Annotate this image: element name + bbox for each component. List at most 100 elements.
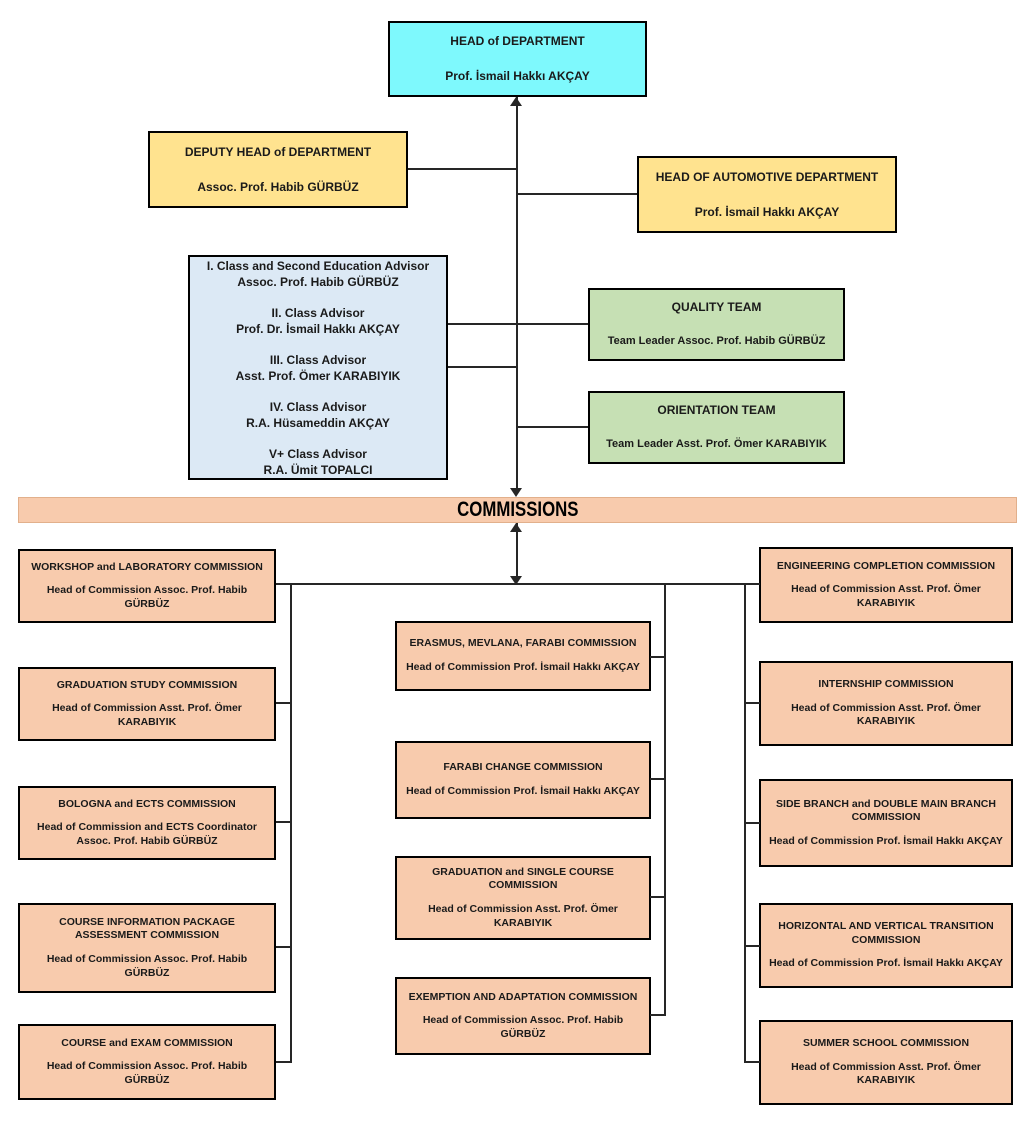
commission-head: Head of Commission Asst. Prof. Ömer KARA… xyxy=(52,702,242,728)
node-deputy-head: DEPUTY HEAD of DEPARTMENT Assoc. Prof. H… xyxy=(148,131,408,208)
commission-title: WORKSHOP and LABORATORY COMMISSION xyxy=(31,560,263,573)
connector-arrow-to-banner-bottom xyxy=(510,523,522,532)
connector-arrow-to-bus xyxy=(510,576,522,585)
advisor-entry: I. Class and Second Education Advisor As… xyxy=(207,258,429,290)
connector-left-stub-1 xyxy=(276,702,292,704)
commission-head: Head of Commission Prof. İsmail Hakkı AK… xyxy=(406,661,640,673)
node-title: QUALITY TEAM xyxy=(671,300,762,315)
commission-title: BOLOGNA and ECTS COMMISSION xyxy=(58,797,236,810)
node-quality-team: QUALITY TEAM Team Leader Assoc. Prof. Ha… xyxy=(588,288,845,361)
commission-title: COURSE INFORMATION PACKAGE ASSESSMENT CO… xyxy=(59,915,235,942)
advisor-entry: IV. Class Advisor R.A. Hüsameddin AKÇAY xyxy=(246,399,390,431)
connector-advisors-upper xyxy=(448,323,516,325)
advisor-name: R.A. Ümit TOPALCI xyxy=(263,462,373,477)
node-person: Prof. İsmail Hakkı AKÇAY xyxy=(694,204,840,219)
advisor-role: I. Class and Second Education Advisor xyxy=(206,258,430,273)
connector-main-trunk xyxy=(516,97,518,489)
commission-head: Head of Commission Asst. Prof. Ömer KARA… xyxy=(428,903,618,929)
commission-head: Head of Commission Prof. İsmail Hakkı AK… xyxy=(769,957,1003,970)
advisor-name: R.A. Hüsameddin AKÇAY xyxy=(246,415,390,430)
commission-head: Head of Commission Prof. İsmail Hakkı AK… xyxy=(769,834,1003,847)
commission-title: GRADUATION STUDY COMMISSION xyxy=(56,678,238,691)
commission-head: Head of Commission Asst. Prof. Ömer KARA… xyxy=(791,1060,981,1087)
commission-title: HORIZONTAL AND VERTICAL TRANSITION COMMI… xyxy=(778,920,994,946)
commission-title: FARABI CHANGE COMMISSION xyxy=(443,761,603,774)
node-title: ORIENTATION TEAM xyxy=(657,403,776,418)
commission-title: COURSE and EXAM COMMISSION xyxy=(61,1036,233,1049)
commission-course-exam: COURSE and EXAM COMMISSION Head of Commi… xyxy=(18,1024,276,1100)
node-title: HEAD of DEPARTMENT xyxy=(450,34,585,48)
node-orientation-team: ORIENTATION TEAM Team Leader Asst. Prof.… xyxy=(588,391,845,464)
advisor-role: III. Class Advisor xyxy=(269,352,367,367)
advisor-entry: II. Class Advisor Prof. Dr. İsmail Hakkı… xyxy=(236,305,400,337)
connector-left-stub-2 xyxy=(276,821,292,823)
commission-head: Head of Commission Prof. İsmail Hakkı AK… xyxy=(406,785,640,797)
node-head-of-department: HEAD of DEPARTMENT Prof. İsmail Hakkı AK… xyxy=(388,21,647,97)
connector-center-stub-1 xyxy=(650,656,666,658)
node-head-of-automotive: HEAD OF AUTOMOTIVE DEPARTMENT Prof. İsma… xyxy=(637,156,897,233)
commission-head: Head of Commission Assoc. Prof. Habib GÜ… xyxy=(46,953,248,979)
node-title: HEAD OF AUTOMOTIVE DEPARTMENT xyxy=(655,169,879,184)
commission-head: Head of Commission Asst. Prof. Ömer KARA… xyxy=(791,701,981,728)
commission-head: Head of Commission Assoc. Prof. Habib GÜ… xyxy=(46,1060,248,1086)
commission-title: ENGINEERING COMPLETION COMMISSION xyxy=(776,559,996,572)
commission-summer-school: SUMMER SCHOOL COMMISSION Head of Commiss… xyxy=(759,1020,1013,1105)
connector-bus xyxy=(276,583,760,585)
commission-head: Head of Commission and ECTS Coordinator … xyxy=(37,821,257,847)
commission-title: ERASMUS, MEVLANA, FARABI COMMISSION xyxy=(409,637,637,650)
commission-title: SUMMER SCHOOL COMMISSION xyxy=(802,1037,970,1050)
commissions-banner-title: COMMISSIONS xyxy=(456,498,579,521)
connector-automotive xyxy=(516,193,637,195)
connector-right-stub-2 xyxy=(744,822,760,824)
commission-horizontal-vertical-transition: HORIZONTAL AND VERTICAL TRANSITION COMMI… xyxy=(759,903,1013,988)
commission-exemption-adaptation: EXEMPTION AND ADAPTATION COMMISSION Head… xyxy=(395,977,651,1055)
node-person: Assoc. Prof. Habib GÜRBÜZ xyxy=(197,179,359,194)
advisor-entry: V+ Class Advisor R.A. Ümit TOPALCI xyxy=(264,446,373,478)
commission-head: Head of Commission Asst. Prof. Ömer KARA… xyxy=(791,583,981,609)
commission-internship: INTERNSHIP COMMISSION Head of Commission… xyxy=(759,661,1013,746)
commission-title: INTERNSHIP COMMISSION xyxy=(818,678,954,691)
connector-quality-team xyxy=(516,323,588,325)
connector-right-stub-4 xyxy=(744,1061,760,1063)
connector-right-stub-1 xyxy=(744,702,760,704)
connector-left-stub-3 xyxy=(276,946,292,948)
commission-title: GRADUATION and SINGLE COURSE COMMISSION xyxy=(432,865,614,892)
connector-banner-to-bus xyxy=(516,523,518,577)
connector-left-trunk xyxy=(290,583,292,1063)
advisor-role: IV. Class Advisor xyxy=(269,399,367,414)
connector-orientation-team xyxy=(516,426,588,428)
commission-erasmus-mevlana-farabi: ERASMUS, MEVLANA, FARABI COMMISSION Head… xyxy=(395,621,651,691)
node-person: Prof. İsmail Hakkı AKÇAY xyxy=(445,69,590,83)
node-title: DEPUTY HEAD of DEPARTMENT xyxy=(184,144,372,159)
advisor-name: Prof. Dr. İsmail Hakkı AKÇAY xyxy=(236,321,400,336)
connector-right-stub-3 xyxy=(744,945,760,947)
connector-center-trunk xyxy=(664,583,666,1016)
connector-arrow-to-banner xyxy=(510,488,522,497)
advisor-entry: III. Class Advisor Asst. Prof. Ömer KARA… xyxy=(236,352,401,384)
commission-farabi-change: FARABI CHANGE COMMISSION Head of Commiss… xyxy=(395,741,651,819)
commission-title: EXEMPTION AND ADAPTATION COMMISSION xyxy=(408,990,638,1003)
connector-advisors-lower xyxy=(448,366,516,368)
commission-engineering-completion: ENGINEERING COMPLETION COMMISSION Head o… xyxy=(759,547,1013,623)
commission-head: Head of Commission Assoc. Prof. Habib GÜ… xyxy=(46,584,248,610)
commission-graduation-single-course: GRADUATION and SINGLE COURSE COMMISSION … xyxy=(395,856,651,940)
commission-head: Head of Commission Assoc. Prof. Habib GÜ… xyxy=(422,1014,624,1040)
connector-arrow-to-head xyxy=(510,97,522,106)
connector-center-stub-4 xyxy=(650,1014,666,1016)
commission-bologna-ects: BOLOGNA and ECTS COMMISSION Head of Comm… xyxy=(18,786,276,860)
connector-left-stub-4 xyxy=(276,1061,292,1063)
commission-workshop-laboratory: WORKSHOP and LABORATORY COMMISSION Head … xyxy=(18,549,276,623)
advisor-name: Assoc. Prof. Habib GÜRBÜZ xyxy=(237,274,399,289)
commission-side-branch-double-main: SIDE BRANCH and DOUBLE MAIN BRANCH COMMI… xyxy=(759,779,1013,867)
connector-center-stub-2 xyxy=(650,778,666,780)
node-class-advisors: I. Class and Second Education Advisor As… xyxy=(188,255,448,480)
commission-graduation-study: GRADUATION STUDY COMMISSION Head of Comm… xyxy=(18,667,276,741)
connector-deputy xyxy=(408,168,518,170)
advisor-role: II. Class Advisor xyxy=(271,305,365,320)
node-person: Team Leader Assoc. Prof. Habib GÜRBÜZ xyxy=(607,335,826,348)
node-person: Team Leader Asst. Prof. Ömer KARABIYIK xyxy=(606,438,827,451)
commissions-banner: COMMISSIONS xyxy=(18,497,1017,523)
advisor-role: V+ Class Advisor xyxy=(269,446,367,461)
connector-center-stub-3 xyxy=(650,896,666,898)
